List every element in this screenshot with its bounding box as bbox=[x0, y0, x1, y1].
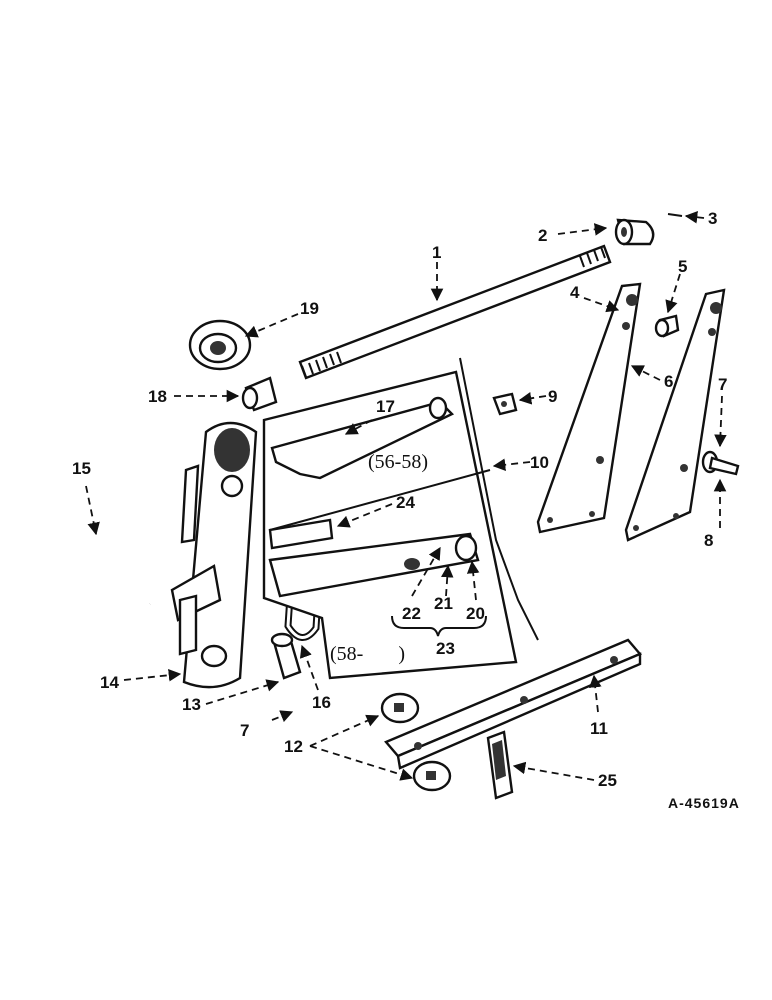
callout-2: 2 bbox=[538, 226, 547, 245]
year-label-late: (58- ) bbox=[330, 643, 405, 665]
part-rod bbox=[298, 244, 612, 380]
part-small-u-bolt bbox=[284, 595, 322, 641]
part-clip bbox=[492, 392, 518, 416]
part-nut bbox=[614, 218, 655, 246]
inset-panel bbox=[262, 370, 518, 680]
year-label-early: (56-58) bbox=[368, 451, 428, 473]
callout-22: 22 bbox=[402, 604, 421, 623]
part-washers bbox=[380, 692, 452, 792]
part-flanged-bearing bbox=[188, 319, 252, 371]
part-carriage-bolt bbox=[701, 450, 740, 476]
callout-21: 21 bbox=[434, 594, 453, 613]
part-u-bolt bbox=[27, 539, 151, 627]
callout-16: 16 bbox=[312, 693, 331, 712]
callout-12: 12 bbox=[284, 737, 303, 756]
callout-23: 23 bbox=[436, 639, 455, 658]
callout-13: 13 bbox=[182, 695, 201, 714]
callout-17: 17 bbox=[376, 397, 395, 416]
callout-20: 20 bbox=[466, 604, 485, 623]
callout-8: 8 bbox=[704, 531, 713, 550]
leader-lines bbox=[85, 210, 727, 781]
callout-6: 6 bbox=[664, 372, 673, 391]
callout-18: 18 bbox=[148, 387, 167, 406]
callout-4: 4 bbox=[570, 283, 580, 302]
callout-15: 15 bbox=[72, 459, 91, 478]
callout-11: 11 bbox=[590, 719, 608, 738]
callout-7: 7 bbox=[718, 375, 727, 394]
callout-25: 25 bbox=[598, 771, 617, 790]
callout-7b: 7 bbox=[240, 721, 249, 740]
callout-5: 5 bbox=[678, 257, 687, 276]
part-bushing bbox=[654, 314, 680, 338]
callout-1: 1 bbox=[432, 243, 441, 262]
callout-labels: 1 2 3 4 5 6 7 8 9 10 11 12 13 14 15 16 1… bbox=[72, 209, 727, 790]
part-upright-bracket bbox=[170, 421, 258, 689]
part-bolt bbox=[270, 632, 302, 680]
callout-19: 19 bbox=[300, 299, 319, 318]
part-rect-clip bbox=[486, 730, 514, 800]
part-cotter-pin bbox=[667, 213, 683, 217]
part-bent-rod bbox=[459, 357, 539, 641]
callout-10: 10 bbox=[530, 453, 549, 472]
part-flat-bar bbox=[384, 638, 642, 770]
callout-3: 3 bbox=[708, 209, 717, 228]
callout-14: 14 bbox=[100, 673, 119, 692]
callout-24: 24 bbox=[396, 493, 415, 512]
part-pin bbox=[241, 376, 278, 412]
part-side-plate-left bbox=[536, 282, 642, 534]
part-side-plate-right bbox=[624, 288, 726, 542]
callout-9: 9 bbox=[548, 387, 557, 406]
drawing-code: A-45619A bbox=[668, 795, 740, 811]
